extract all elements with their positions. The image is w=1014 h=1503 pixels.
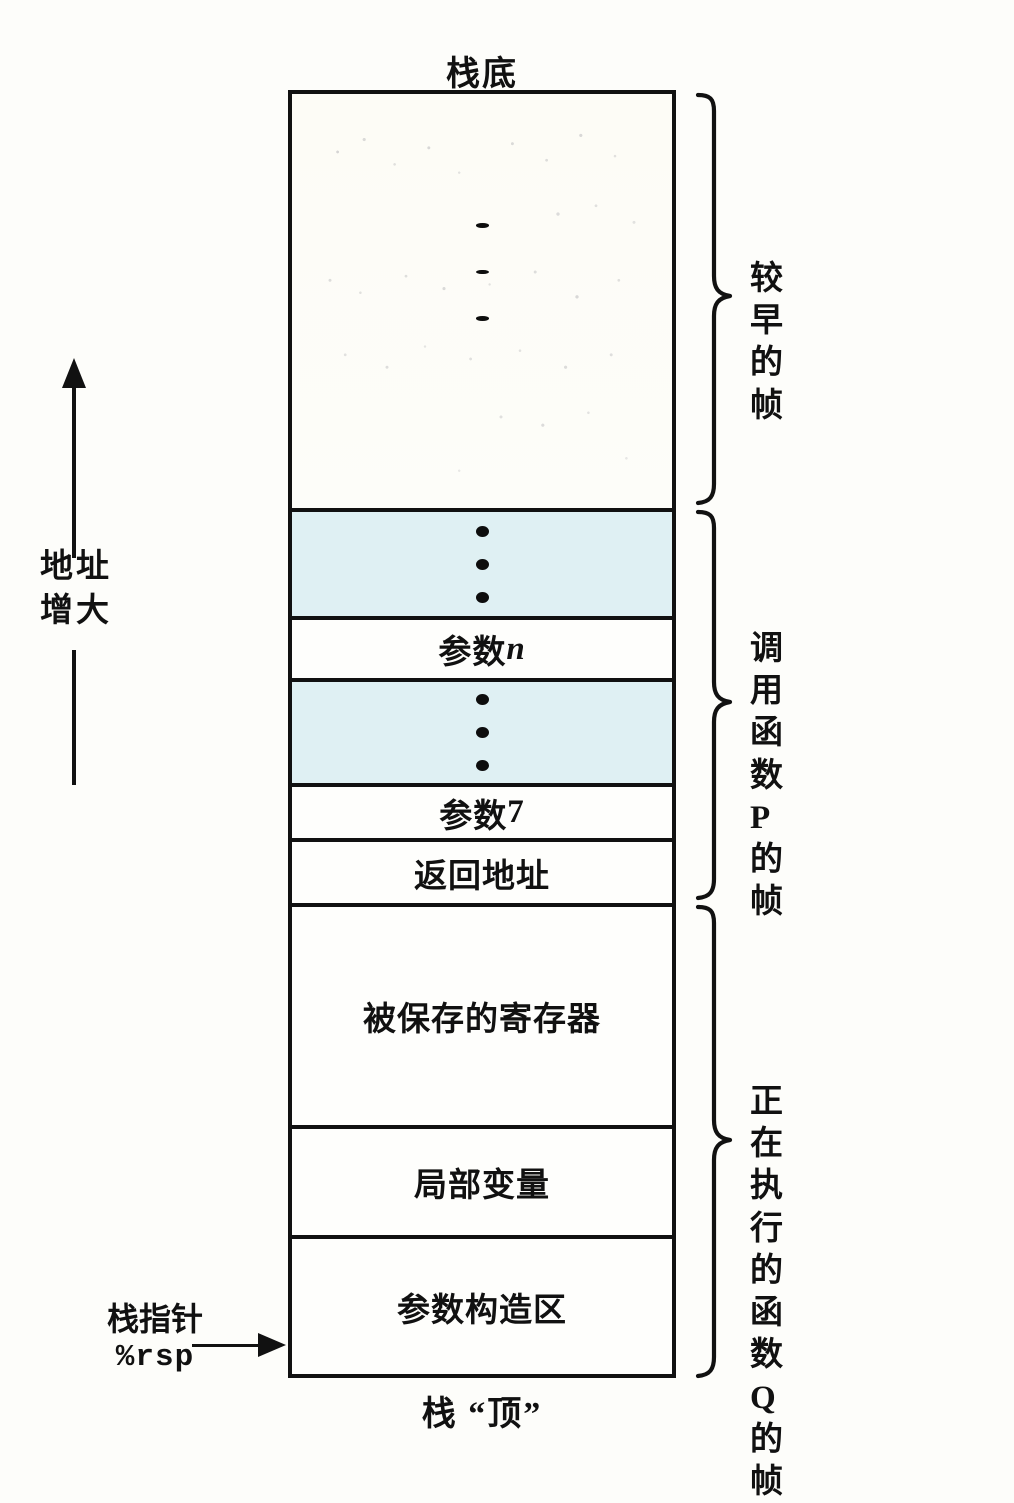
vertical-ellipsis-icon: [292, 202, 672, 342]
brace-group-callee-frame-q: 正在执行的 函数Q的帧: [694, 903, 783, 1500]
stack-cell-local-variables: 局部变量: [292, 1129, 672, 1239]
address-arrow-shaft-lower: [72, 650, 76, 785]
stack-cell-return-address-label: 返回地址: [414, 858, 550, 895]
curly-brace-icon: [695, 509, 733, 901]
stack-pointer-label: 栈指针: [106, 1301, 203, 1337]
stack-cell-saved-registers-label: 被保存的寄存器: [363, 1002, 601, 1038]
stack-pointer-arrow-shaft: [192, 1344, 266, 1347]
brace-label-caller-frame-p: 调用函数 P的帧: [750, 631, 784, 921]
curly-brace-icon: [695, 92, 733, 506]
address-direction-label: 地址 增大: [40, 549, 112, 630]
address-arrow-shaft-upper: [72, 363, 76, 558]
stack-cell-argument-7-label: 参数: [439, 798, 508, 835]
page-title: 栈底: [446, 56, 518, 93]
stack-cell-argument-n-label: 参数: [438, 635, 507, 671]
stack-cell-argument-7-index: 7: [507, 794, 525, 830]
stack-cell-args-gap-upper: [292, 512, 672, 620]
stack-cell-local-variables-label: 局部变量: [414, 1168, 550, 1204]
stack-cell-args-gap-lower: [292, 682, 672, 787]
vertical-ellipsis-icon: [475, 515, 489, 614]
stack-pointer-callout: 栈指针 %rsp: [60, 1300, 250, 1377]
curly-brace-icon: [695, 904, 733, 1379]
brace-group-caller-frame-p: 调用函数 P的帧: [694, 508, 783, 920]
stack-cell-earlier-frames-region: [292, 94, 672, 512]
figure-bottom-caption: 栈 “顶”: [421, 1396, 543, 1433]
stack-pointer-register: %rsp: [115, 1340, 195, 1376]
stack-cell-return-address: 返回地址: [292, 842, 672, 907]
stack-cell-argument-build-area-label: 参数构造区: [397, 1292, 567, 1329]
brace-label-earlier-frames: 较早的帧: [750, 261, 784, 424]
stack-pointer-arrow-head-icon: [258, 1333, 286, 1357]
brace-label-callee-frame-q: 正在执行的 函数Q的帧: [750, 1084, 784, 1501]
stack-cell-argument-build-area: 参数构造区: [292, 1239, 672, 1374]
vertical-ellipsis-icon: [475, 683, 489, 782]
stack-cell-argument-n-index: n: [506, 630, 526, 667]
stack-cell-saved-registers: 被保存的寄存器: [292, 907, 672, 1129]
brace-group-earlier-frames: 较早的帧: [694, 90, 783, 510]
